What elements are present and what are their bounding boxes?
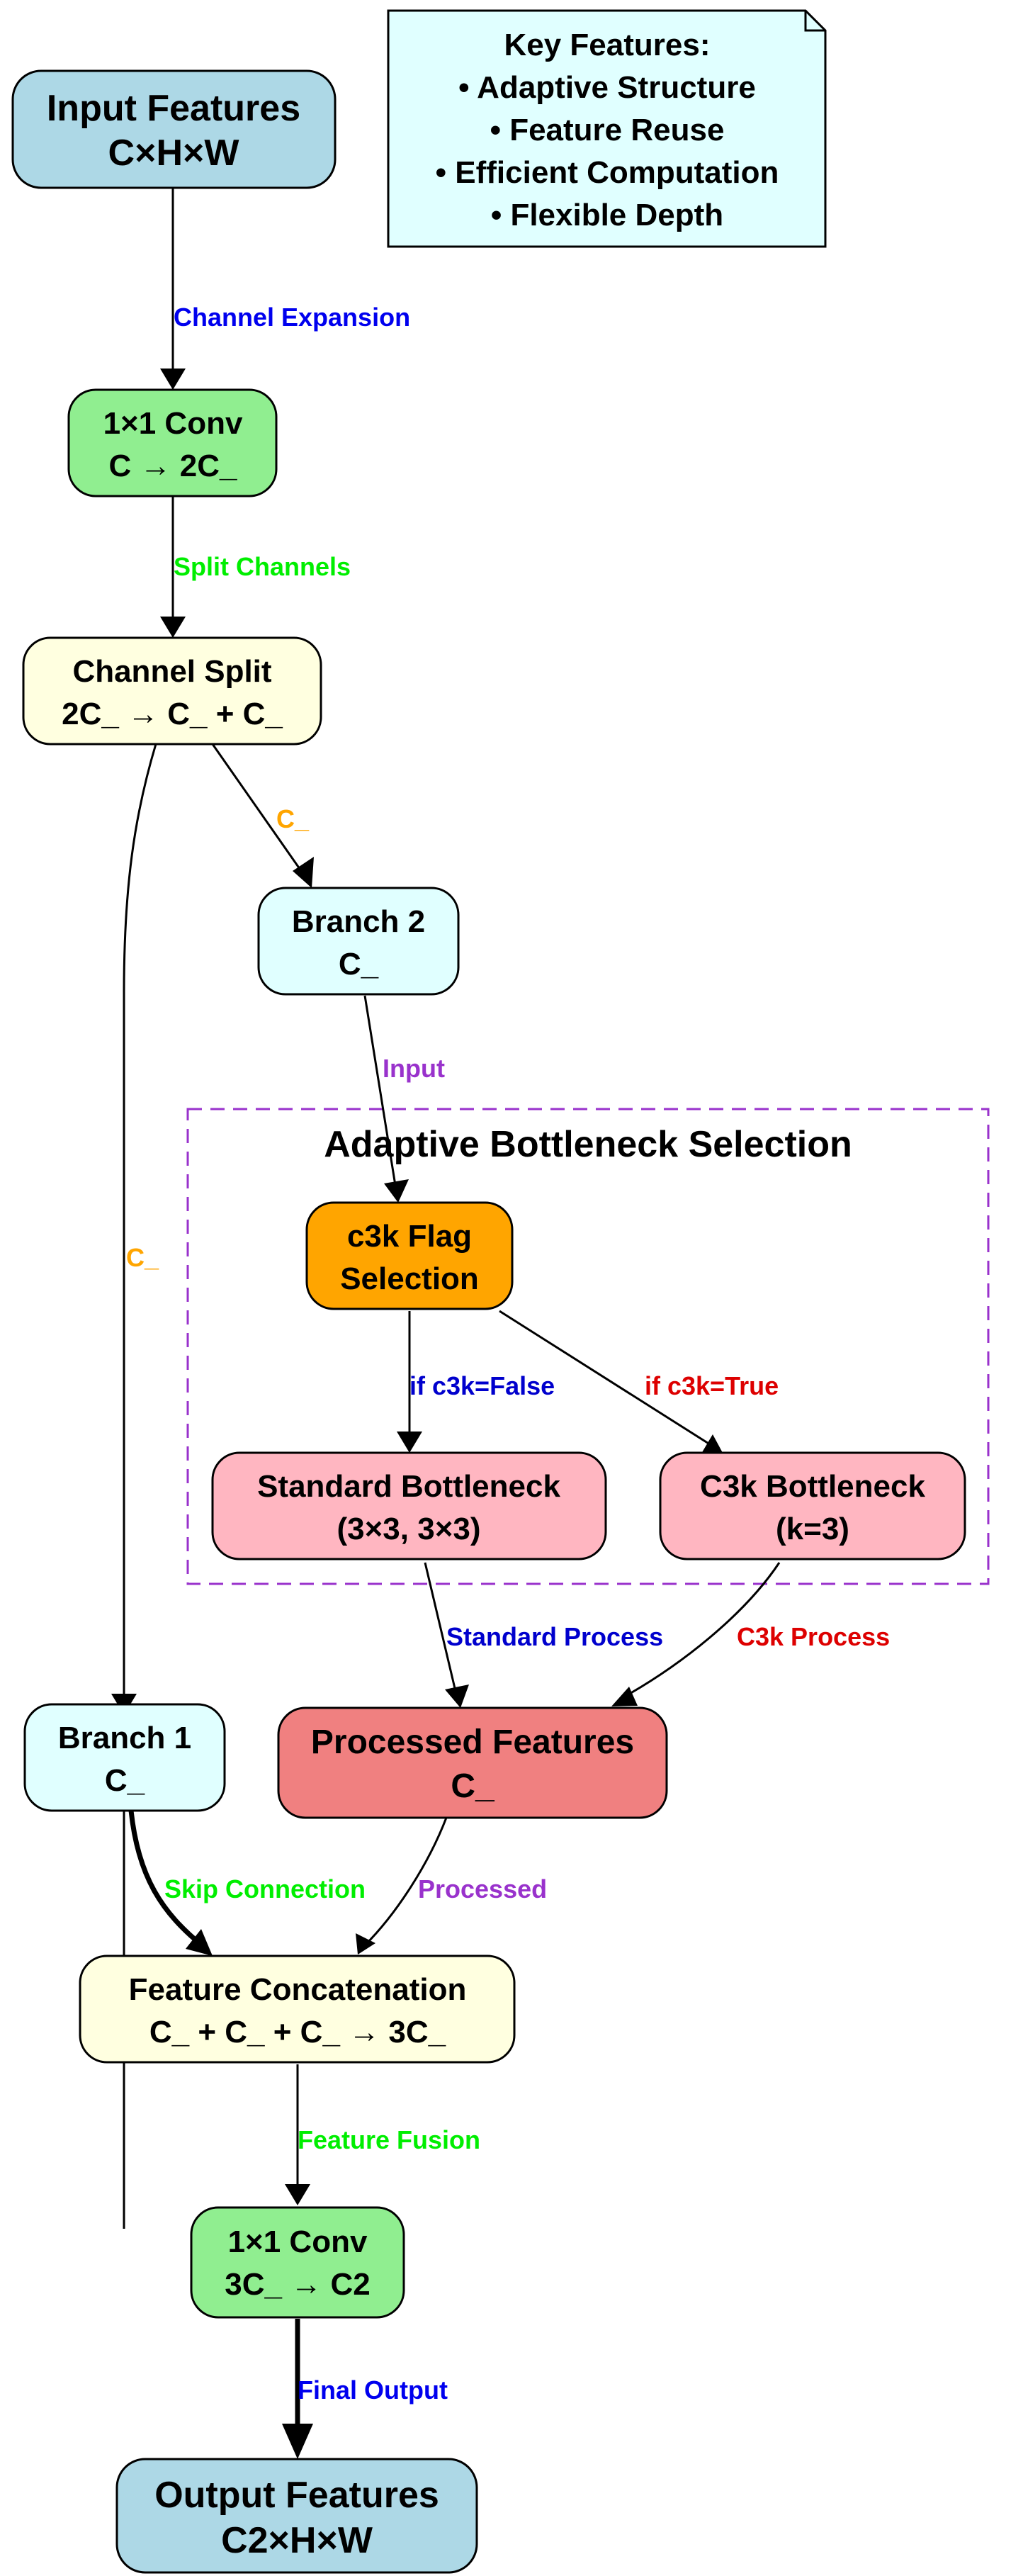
label-split-channels: Split Channels xyxy=(174,552,351,581)
node-conv1-sub: C → 2C_ xyxy=(109,449,237,483)
label-c-branch1: C_ xyxy=(126,1243,159,1272)
node-conv1-title: 1×1 Conv xyxy=(103,406,243,441)
node-branch1-sub: C_ xyxy=(105,1763,145,1798)
cluster-title: Adaptive Bottleneck Selection xyxy=(324,1124,852,1165)
note-item-1: • Adaptive Structure xyxy=(458,70,756,105)
node-conv2-box xyxy=(190,2206,405,2319)
edge-branch1-concat xyxy=(128,1810,204,1947)
node-channel-split: Channel Split 2C_ → C_ + C_ xyxy=(22,636,322,746)
label-skip-connection: Skip Connection xyxy=(164,1874,366,1903)
node-standard-bottleneck-box xyxy=(211,1451,607,1560)
arrowhead-split xyxy=(160,617,186,638)
note-fold xyxy=(804,11,825,32)
arrowhead-conv1 xyxy=(160,369,186,390)
arrowhead-conv2 xyxy=(285,2184,310,2205)
node-input-features-title: Input Features xyxy=(47,88,300,129)
label-input: Input xyxy=(383,1054,445,1083)
node-conv2: 1×1 Conv 3C_ → C2 xyxy=(190,2206,405,2319)
node-input-features-sub: C×H×W xyxy=(108,133,240,174)
node-c3k-flag-sub: Selection xyxy=(340,1261,479,1296)
note-shape xyxy=(387,9,827,248)
node-feature-concatenation: Feature Concatenation C_ + C_ + C_ → 3C_ xyxy=(79,1955,516,2064)
edge-flag-c3k xyxy=(499,1310,713,1447)
edge-split-branch1 xyxy=(123,743,157,1701)
node-feature-concatenation-sub: C_ + C_ + C_ → 3C_ xyxy=(149,2015,446,2049)
node-c3k-flag-title: c3k Flag xyxy=(347,1219,472,1254)
arrowhead-c3k xyxy=(701,1434,723,1453)
label-feature-fusion: Feature Fusion xyxy=(298,2125,480,2154)
node-standard-bottleneck-sub: (3×3, 3×3) xyxy=(337,1512,480,1546)
arrowhead-concat-a xyxy=(186,1929,213,1956)
edge-processed-concat xyxy=(363,1817,448,1947)
note-item-4: • Flexible Depth xyxy=(491,198,723,232)
note-item-2: • Feature Reuse xyxy=(490,113,725,147)
label-if-true: if c3k=True xyxy=(645,1371,779,1400)
node-feature-concatenation-title: Feature Concatenation xyxy=(129,1972,467,2007)
node-branch1-title: Branch 1 xyxy=(58,1721,191,1755)
arrowhead-processed-a xyxy=(445,1684,469,1708)
node-conv2-sub: 3C_ → C2 xyxy=(225,2267,370,2302)
arrowhead-c3kflag xyxy=(384,1179,409,1203)
node-output-features-box xyxy=(115,2458,478,2574)
label-c3k-process: C3k Process xyxy=(737,1622,890,1651)
node-branch1: Branch 1 C_ xyxy=(23,1703,226,1812)
node-output-features: Output Features C2×H×W xyxy=(115,2458,478,2574)
note-item-3: • Efficient Computation xyxy=(436,155,779,190)
node-branch2-title: Branch 2 xyxy=(292,904,425,939)
node-channel-split-sub: 2C_ → C_ + C_ xyxy=(62,697,283,731)
label-processed: Processed xyxy=(418,1874,547,1903)
node-channel-split-box xyxy=(22,636,322,746)
node-output-features-sub: C2×H×W xyxy=(221,2520,373,2561)
edge-standard-processed xyxy=(424,1562,458,1698)
note-title: Key Features: xyxy=(504,28,710,62)
node-c3k-bottleneck-title: C3k Bottleneck xyxy=(700,1469,925,1504)
arrowhead-standard xyxy=(397,1432,422,1453)
node-branch1-box xyxy=(23,1703,226,1812)
label-standard-process: Standard Process xyxy=(446,1622,663,1651)
node-c3k-flag: c3k Flag Selection xyxy=(305,1201,514,1310)
label-c-branch2: C_ xyxy=(276,804,310,833)
node-branch2: Branch 2 C_ xyxy=(257,887,460,996)
arrowhead-concat-b xyxy=(356,1933,375,1955)
node-processed-features: Processed Features C_ xyxy=(277,1706,668,1819)
node-standard-bottleneck-title: Standard Bottleneck xyxy=(257,1469,560,1504)
edge-branch2-c3kflag xyxy=(363,995,398,1195)
node-c3k-bottleneck-sub: (k=3) xyxy=(776,1512,849,1546)
arrowhead-output xyxy=(282,2424,313,2459)
arrowhead-processed-b xyxy=(611,1687,638,1706)
node-input-features: Input Features C×H×W xyxy=(11,69,337,189)
arrowhead-branch2 xyxy=(293,857,314,888)
label-final-output: Final Output xyxy=(298,2375,448,2405)
key-features-note: Key Features: • Adaptive Structure • Fea… xyxy=(387,9,827,248)
edge-c3k-processed xyxy=(623,1562,781,1699)
node-standard-bottleneck: Standard Bottleneck (3×3, 3×3) xyxy=(211,1451,607,1560)
node-processed-features-title: Processed Features xyxy=(311,1723,634,1761)
node-channel-split-title: Channel Split xyxy=(72,654,271,689)
label-if-false: if c3k=False xyxy=(409,1371,555,1400)
node-conv1: 1×1 Conv C → 2C_ xyxy=(67,388,278,497)
node-processed-features-box xyxy=(277,1706,668,1819)
node-c3k-flag-box xyxy=(305,1201,514,1310)
node-output-features-title: Output Features xyxy=(154,2475,439,2516)
node-conv1-box xyxy=(67,388,278,497)
edge-split-branch2 xyxy=(211,743,306,877)
node-conv2-title: 1×1 Conv xyxy=(228,2225,368,2259)
node-processed-features-sub: C_ xyxy=(451,1767,495,1805)
label-channel-expansion: Channel Expansion xyxy=(174,303,410,332)
node-c3k-bottleneck: C3k Bottleneck (k=3) xyxy=(659,1451,966,1560)
node-feature-concatenation-box xyxy=(79,1955,516,2064)
node-input-features-box xyxy=(11,69,337,189)
cluster-box xyxy=(186,1108,990,1585)
node-branch2-box xyxy=(257,887,460,996)
node-branch2-sub: C_ xyxy=(339,947,379,982)
node-c3k-bottleneck-box xyxy=(659,1451,966,1560)
